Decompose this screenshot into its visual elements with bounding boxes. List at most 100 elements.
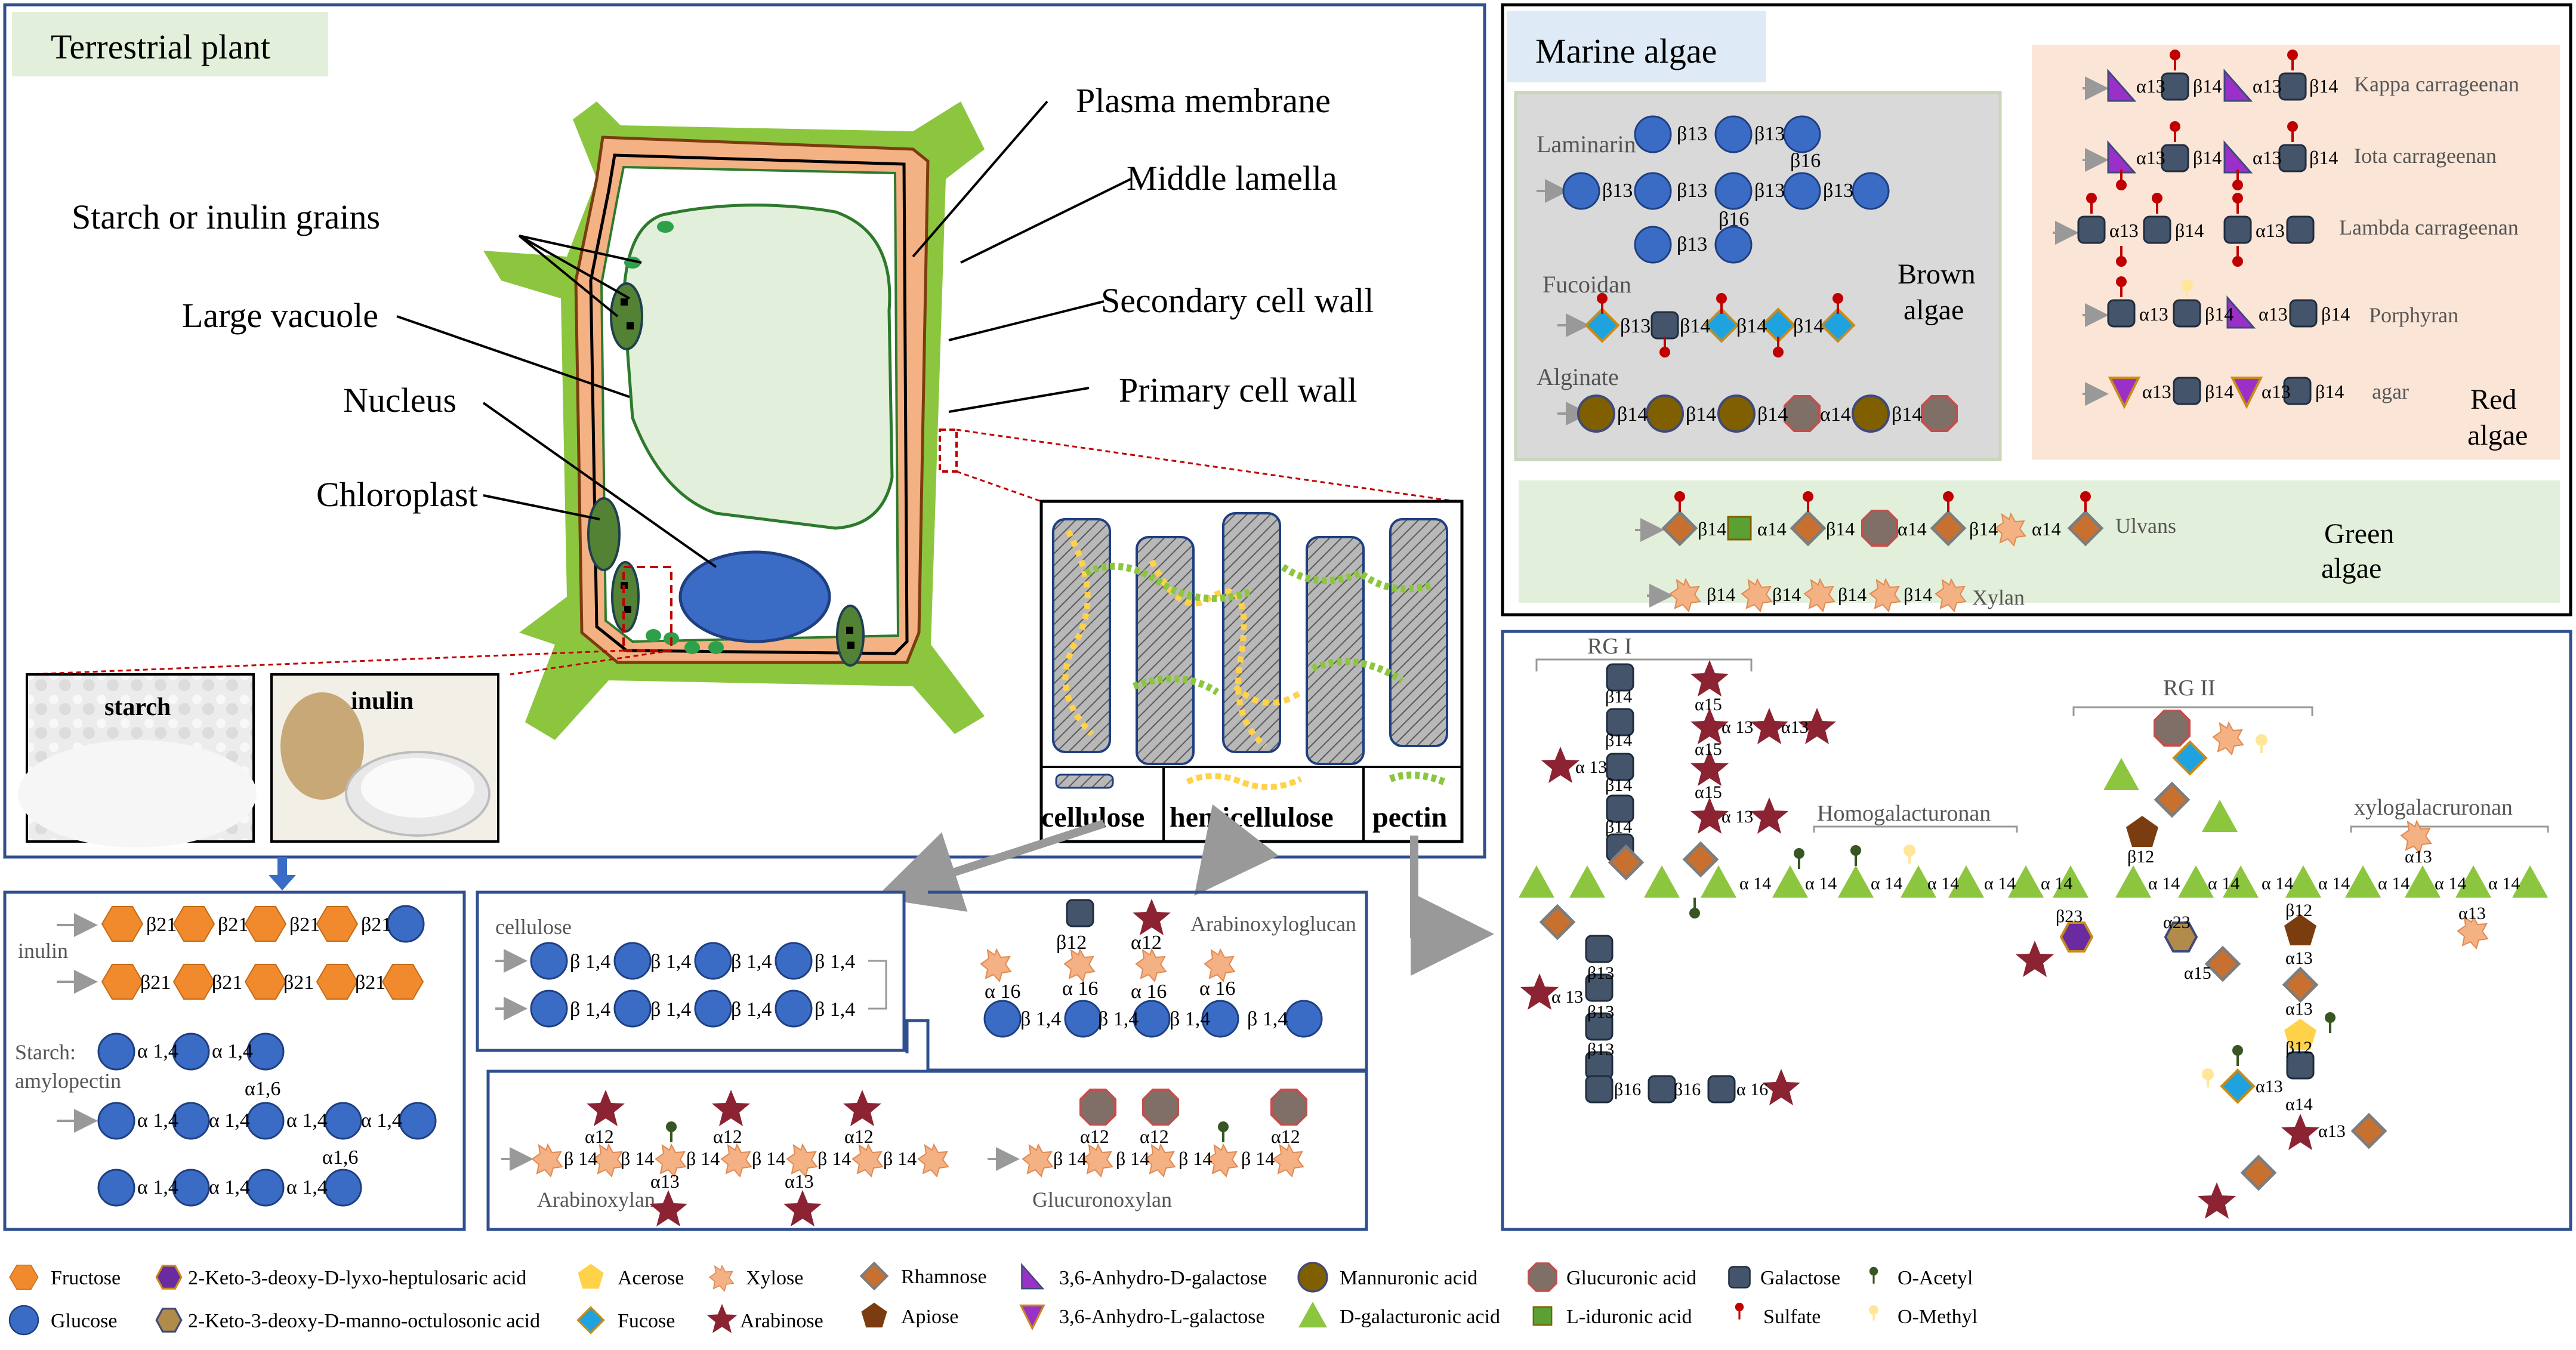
svg-text:α 1,4: α 1,4 xyxy=(137,1040,178,1062)
svg-text:α15: α15 xyxy=(1695,695,1722,714)
svg-text:β21: β21 xyxy=(212,972,242,994)
hemicellulose-chains xyxy=(1062,529,1303,748)
marine-algae-panel: Marine algae Laminarin Fucoidan Alginate… xyxy=(1501,3,2572,617)
svg-text:β 1,4: β 1,4 xyxy=(570,951,610,973)
svg-text:α14: α14 xyxy=(2032,518,2061,540)
svg-text:β 14: β 14 xyxy=(686,1148,720,1169)
svg-text:β16: β16 xyxy=(1614,1080,1641,1099)
svg-text:Acerose: Acerose xyxy=(618,1267,684,1289)
svg-text:β14: β14 xyxy=(1757,403,1788,426)
svg-text:α12: α12 xyxy=(1140,1126,1169,1147)
svg-text:β14: β14 xyxy=(1605,817,1632,837)
svg-text:Galactose: Galactose xyxy=(1760,1267,1840,1289)
svg-text:β 1,4: β 1,4 xyxy=(650,998,691,1021)
svg-text:β14: β14 xyxy=(1838,584,1867,605)
svg-text:β13: β13 xyxy=(1587,1040,1614,1059)
chloroplast-3 xyxy=(611,561,640,633)
svg-text:α 1,4: α 1,4 xyxy=(286,1176,328,1198)
legend-item-apiose: Apiose xyxy=(861,1302,958,1328)
svg-text:β21: β21 xyxy=(361,914,391,936)
svg-text:α12: α12 xyxy=(1131,932,1162,954)
rg1-label: RG I xyxy=(1587,634,1632,659)
legend-item-o-methyl: O-Methyl xyxy=(1868,1304,1977,1328)
legend-item-mannuronic: Mannuronic acid xyxy=(1297,1262,1477,1293)
svg-text:α13: α13 xyxy=(2318,1121,2346,1141)
cell-wall-inset: cellulose hemicellulose pectin xyxy=(1039,500,1464,843)
inulin-label: inulin xyxy=(18,939,68,963)
svg-text:α13: α13 xyxy=(2253,75,2282,97)
svg-text:α 13: α 13 xyxy=(1722,807,1753,827)
chloroplast-1 xyxy=(610,282,643,350)
svg-text:α 14: α 14 xyxy=(1984,874,2016,893)
svg-text:β 14: β 14 xyxy=(1053,1148,1087,1169)
label-grains: Starch or inulin grains xyxy=(72,198,380,236)
svg-text:α 14: α 14 xyxy=(2148,874,2180,893)
svg-text:β 14: β 14 xyxy=(1116,1148,1149,1169)
svg-text:β 1,4: β 1,4 xyxy=(1247,1008,1288,1030)
svg-text:β 14: β 14 xyxy=(564,1148,597,1169)
svg-text:β12: β12 xyxy=(1056,932,1087,954)
amylopectin-label: amylopectin xyxy=(15,1069,121,1093)
svg-text:β21: β21 xyxy=(355,972,385,994)
svg-text:β14: β14 xyxy=(2175,220,2204,241)
xylan-label: Xylan xyxy=(1972,585,2025,609)
svg-text:β 1,4: β 1,4 xyxy=(815,951,855,973)
svg-text:β21: β21 xyxy=(140,972,171,994)
svg-text:α 14: α 14 xyxy=(1805,874,1837,893)
svg-text:β13: β13 xyxy=(1620,315,1651,337)
svg-text:α 1,4: α 1,4 xyxy=(361,1109,402,1132)
photo-inulin-label: inulin xyxy=(351,688,414,715)
label-nucleus: Nucleus xyxy=(343,381,456,420)
svg-text:α13: α13 xyxy=(1781,717,1809,737)
legend-item-glucose: Glucose xyxy=(8,1305,117,1336)
svg-text:Mannuronic acid: Mannuronic acid xyxy=(1340,1267,1477,1289)
svg-text:β14: β14 xyxy=(1707,584,1735,605)
legend-item-sulfate: Sulfate xyxy=(1734,1302,1821,1328)
legend-item-arabinose: Arabinose xyxy=(707,1303,823,1333)
cellulose-chain-label: cellulose xyxy=(495,915,572,939)
svg-text:α 1,4: α 1,4 xyxy=(286,1109,328,1132)
svg-text:3,6-Anhydro-L-galactose: 3,6-Anhydro-L-galactose xyxy=(1059,1306,1265,1328)
svg-text:α13: α13 xyxy=(2256,220,2285,241)
starch-grain xyxy=(657,221,674,233)
svg-text:β12: β12 xyxy=(2285,1038,2312,1058)
svg-text:α13: α13 xyxy=(785,1170,814,1192)
svg-text:β 1,4: β 1,4 xyxy=(570,998,610,1021)
svg-text:β 1,4: β 1,4 xyxy=(650,951,691,973)
svg-text:β 14: β 14 xyxy=(817,1148,851,1169)
svg-text:α15: α15 xyxy=(2184,963,2211,983)
legend-item-acerose: Acerose xyxy=(578,1263,684,1289)
svg-text:β14: β14 xyxy=(2205,381,2233,402)
cellulose-legend-icon xyxy=(1055,773,1114,789)
svg-text:α 14: α 14 xyxy=(1739,874,1771,893)
label-plasma-membrane: Plasma membrane xyxy=(1076,81,1331,120)
svg-text:α13: α13 xyxy=(2142,381,2171,402)
svg-text:α13: α13 xyxy=(2285,999,2313,1019)
svg-text:β13: β13 xyxy=(1754,123,1785,145)
svg-text:β14: β14 xyxy=(1605,775,1632,795)
svg-text:β16: β16 xyxy=(1790,150,1821,172)
svg-text:α 16: α 16 xyxy=(1736,1080,1768,1099)
svg-text:α12: α12 xyxy=(1080,1126,1109,1147)
svg-text:β21: β21 xyxy=(289,914,320,936)
svg-text:α 14: α 14 xyxy=(2378,874,2410,893)
hemicellulose-legend-icon xyxy=(1186,773,1303,790)
svg-text:β14: β14 xyxy=(2205,303,2233,325)
lambda-label: Lambda carrageenan xyxy=(2339,215,2519,239)
svg-text:α 14: α 14 xyxy=(2208,874,2239,893)
svg-text:β 14: β 14 xyxy=(1179,1148,1212,1169)
svg-text:β13: β13 xyxy=(1754,180,1785,202)
iota-label: Iota carrageenan xyxy=(2354,144,2497,168)
legend: Fructose Glucose 2-Keto-3-deoxy-D-lyxo-h… xyxy=(8,1262,1977,1336)
terrestrial-plant-panel: Terrestrial plant xyxy=(3,3,1486,859)
svg-text:β12: β12 xyxy=(2285,901,2312,920)
rg2-label: RG II xyxy=(2163,676,2216,701)
chloroplast-4 xyxy=(836,605,865,667)
